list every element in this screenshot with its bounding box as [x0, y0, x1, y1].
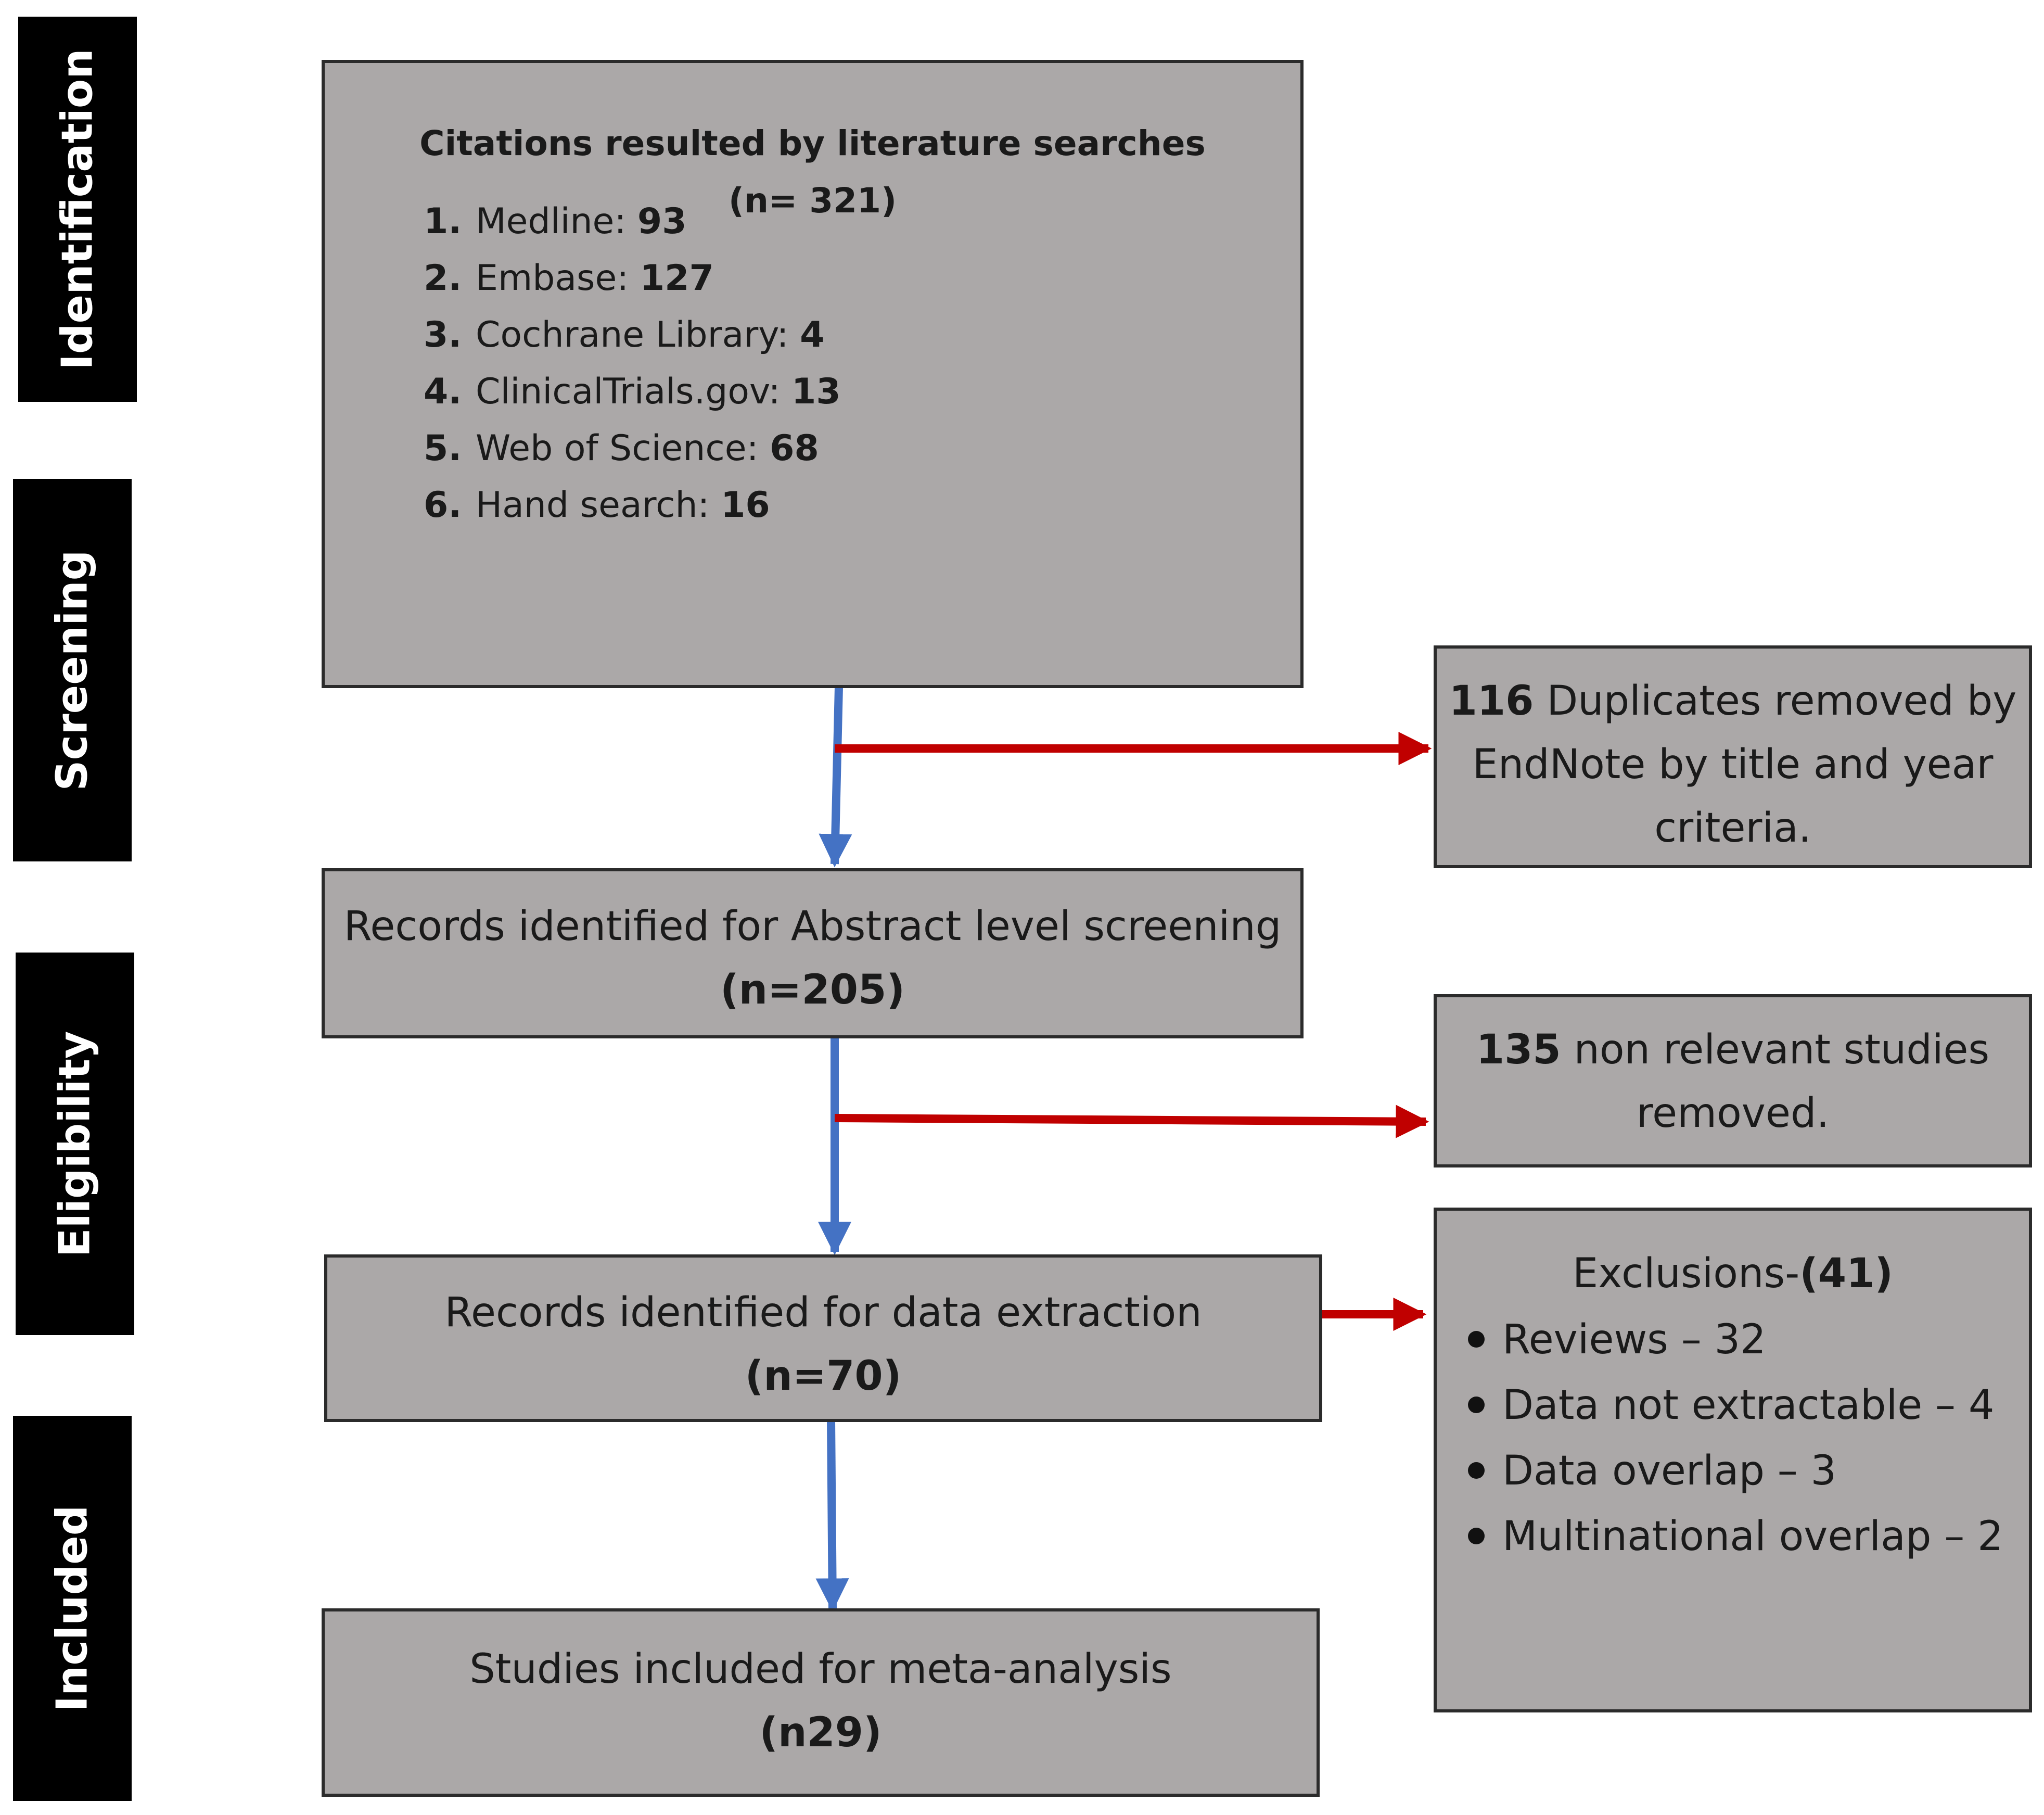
stage-identification: Identification: [18, 17, 137, 402]
exclusion-item-text: Data not extractable – 4: [1502, 1382, 1995, 1429]
included-label: Studies included for meta-analysis: [469, 1646, 1172, 1693]
source-name: Cochrane Library:: [476, 314, 800, 356]
exclusions-heading: Exclusions-(41): [1437, 1242, 2029, 1305]
source-value: 13: [791, 371, 841, 412]
duplicates-line-3: criteria.: [1654, 805, 1811, 852]
source-name: ClinicalTrials.gov:: [476, 371, 792, 412]
exclusions-heading-count: (41): [1799, 1250, 1894, 1297]
nonrelevant-count: 135: [1476, 1026, 1561, 1073]
exclusion-list: Reviews – 32 Data not extractable – 4 Da…: [1468, 1307, 2003, 1569]
included-text: Studies included for meta-analysis (n29): [325, 1638, 1317, 1765]
source-item: 5. Web of Science: 68: [424, 420, 841, 477]
source-number: 5.: [424, 428, 462, 469]
flow-arrow-search-to-abstract: [819, 687, 852, 868]
exclusion-item: Data not extractable – 4: [1468, 1373, 2003, 1438]
source-value: 4: [800, 314, 825, 356]
data-extraction-label: Records identified for data extraction: [444, 1289, 1202, 1336]
exclusions-box: Exclusions-(41) Reviews – 32 Data not ex…: [1434, 1208, 2032, 1712]
source-name: Embase:: [476, 258, 640, 299]
source-number: 6.: [424, 485, 462, 526]
source-number: 3.: [424, 314, 462, 356]
data-extraction-box: Records identified for data extraction (…: [324, 1254, 1322, 1422]
duplicates-line-2: EndNote by title and year: [1472, 741, 1994, 788]
exclusion-item: Data overlap – 3: [1468, 1438, 2003, 1504]
exclusion-item-text: Multinational overlap – 2: [1502, 1513, 2003, 1560]
source-value: 68: [770, 428, 819, 469]
source-value: 93: [637, 201, 687, 242]
included-box: Studies included for meta-analysis (n29): [322, 1608, 1320, 1797]
exclusions-heading-label: Exclusions-: [1572, 1250, 1800, 1297]
source-value: 127: [640, 258, 714, 299]
duplicates-line-1-text: Duplicates removed by: [1534, 678, 2017, 725]
exclusion-item: Reviews – 32: [1468, 1307, 2003, 1373]
duplicates-count: 116: [1449, 678, 1534, 725]
nonrelevant-box: 135 non relevant studies removed.: [1434, 994, 2032, 1167]
bullet-icon: [1468, 1527, 1485, 1544]
stage-screening: Screening: [13, 479, 132, 861]
nonrelevant-line-1-text: non relevant studies: [1561, 1026, 1990, 1073]
duplicates-line-1: 116 Duplicates removed by: [1437, 669, 2029, 733]
flow-arrow-extraction-to-included: [815, 1420, 849, 1612]
citations-box: Citations resulted by literature searche…: [322, 60, 1304, 688]
abstract-screening-text: Records identified for Abstract level sc…: [325, 895, 1300, 1022]
duplicates-box: 116 Duplicates removed by EndNote by tit…: [1434, 645, 2032, 868]
citations-title-text: Citations resulted by literature searche…: [419, 123, 1206, 163]
abstract-screening-count: (n=205): [720, 967, 905, 1013]
source-number: 1.: [424, 201, 462, 242]
source-item: 2. Embase: 127: [424, 250, 841, 307]
exclusion-item: Multinational overlap – 2: [1468, 1504, 2003, 1569]
nonrelevant-text: 135 non relevant studies removed.: [1437, 1018, 2029, 1145]
data-extraction-text: Records identified for data extraction (…: [327, 1281, 1319, 1408]
source-item: 6. Hand search: 16: [424, 477, 841, 534]
source-value: 16: [721, 485, 770, 526]
exclusion-item-text: Data overlap – 3: [1502, 1448, 1837, 1494]
source-item: 3. Cochrane Library: 4: [424, 307, 841, 363]
source-name: Hand search:: [476, 485, 721, 526]
bullet-icon: [1468, 1330, 1485, 1348]
abstract-screening-label: Records identified for Abstract level sc…: [343, 903, 1282, 950]
stage-eligibility: Eligibility: [16, 953, 134, 1335]
stage-included: Included: [13, 1416, 132, 1801]
bullet-icon: [1468, 1396, 1485, 1413]
citations-count: (n= 321): [728, 181, 897, 221]
abstract-screening-box: Records identified for Abstract level sc…: [322, 868, 1304, 1038]
citations-title: Citations resulted by literature searche…: [325, 115, 1300, 230]
source-number: 4.: [424, 371, 462, 412]
source-list: 1. Medline: 93 2. Embase: 127 3. Cochrane L…: [424, 193, 841, 534]
source-name: Medline:: [476, 201, 637, 242]
included-count: (n29): [759, 1709, 882, 1756]
nonrelevant-line-2: removed.: [1636, 1090, 1830, 1137]
source-name: Web of Science:: [476, 428, 770, 469]
source-number: 2.: [424, 258, 462, 299]
exclusion-item-text: Reviews – 32: [1502, 1316, 1766, 1363]
exclusion-arrow-nonrelevant: [834, 1105, 1429, 1138]
duplicates-text: 116 Duplicates removed by EndNote by tit…: [1437, 669, 2029, 860]
data-extraction-count: (n=70): [745, 1353, 902, 1400]
bullet-icon: [1468, 1462, 1485, 1479]
nonrelevant-line-1: 135 non relevant studies: [1437, 1018, 2029, 1082]
source-item: 4. ClinicalTrials.gov: 13: [424, 363, 841, 420]
source-item: 1. Medline: 93: [424, 193, 841, 250]
